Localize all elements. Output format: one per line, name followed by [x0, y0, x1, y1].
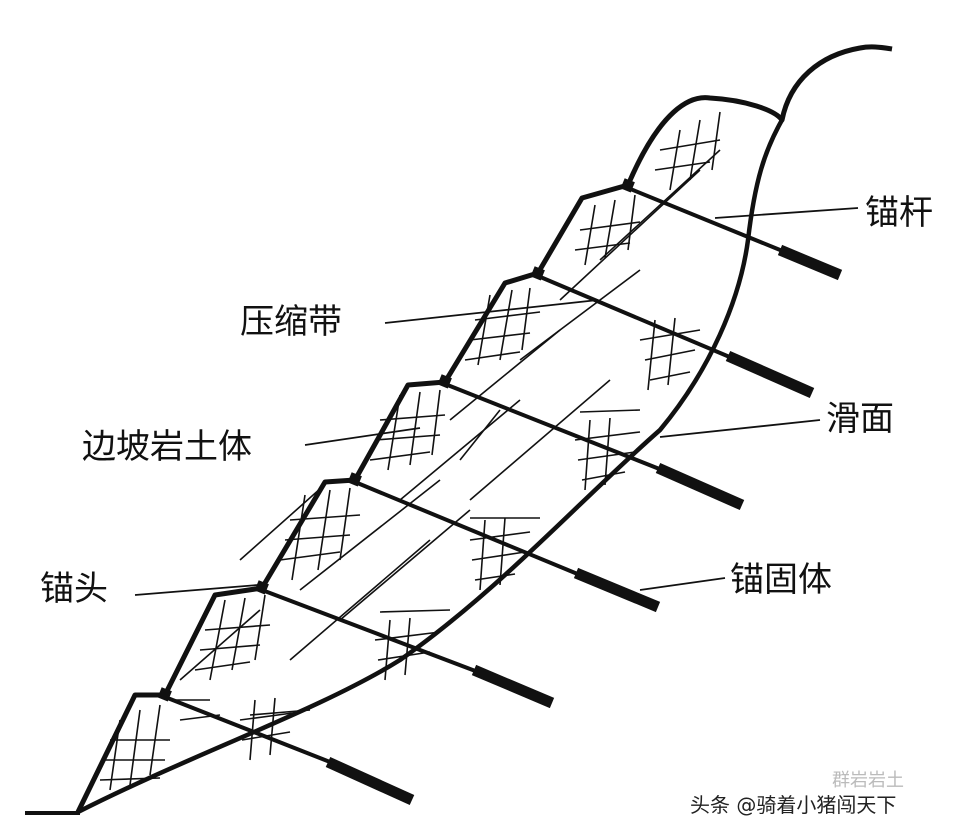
- anchorage-body-2: [725, 350, 815, 399]
- anchor-head-5: [254, 580, 269, 595]
- label-anchor-rod: 锚杆: [865, 193, 933, 233]
- slide-surface-line: [76, 118, 784, 815]
- anchorage-body-6: [325, 756, 415, 806]
- label-slide-surface: 滑面: [826, 399, 894, 439]
- anchor-rod-2: [537, 274, 733, 360]
- anchorage-body-1: [777, 244, 843, 281]
- leader-lines: [134, 207, 859, 596]
- anchorage-body-5: [471, 664, 555, 709]
- leader-anchor-head: [134, 584, 259, 596]
- label-compression-zone: 压缩带: [240, 302, 342, 342]
- leader-anchorage-body: [639, 577, 726, 591]
- label-slope-mass: 边坡岩土体: [82, 427, 252, 467]
- anchor-rods: [164, 186, 786, 764]
- rock-fissures: [179, 149, 721, 681]
- faint-watermark: 群岩岩土: [832, 770, 904, 791]
- anchor-head-1: [620, 178, 635, 193]
- anchor-head-3: [437, 374, 452, 389]
- label-anchor-head: 锚头: [40, 569, 108, 609]
- anchorage-body-3: [655, 462, 745, 511]
- anchorage-body-4: [573, 567, 661, 613]
- leader-compression-zone: [384, 299, 599, 324]
- watermark-text: 头条 @骑着小猪闯天下: [690, 793, 897, 817]
- anchor-heads: [157, 178, 635, 702]
- anchor-head-2: [530, 266, 545, 281]
- anchor-head-4: [347, 472, 362, 487]
- anchor-rod-5: [261, 588, 479, 674]
- label-anchorage-body: 锚固体: [730, 560, 832, 600]
- anchorage-bodies: [325, 244, 843, 806]
- anchor-rod-6: [164, 695, 331, 764]
- anchor-rod-4: [354, 480, 581, 577]
- anchor-head-6: [157, 687, 172, 702]
- anchor-rod-3: [444, 382, 663, 472]
- leader-slope-mass: [304, 427, 421, 446]
- leader-anchor-rod: [714, 207, 859, 219]
- leader-slide-surface: [659, 419, 821, 438]
- anchor-rod-1: [627, 186, 786, 254]
